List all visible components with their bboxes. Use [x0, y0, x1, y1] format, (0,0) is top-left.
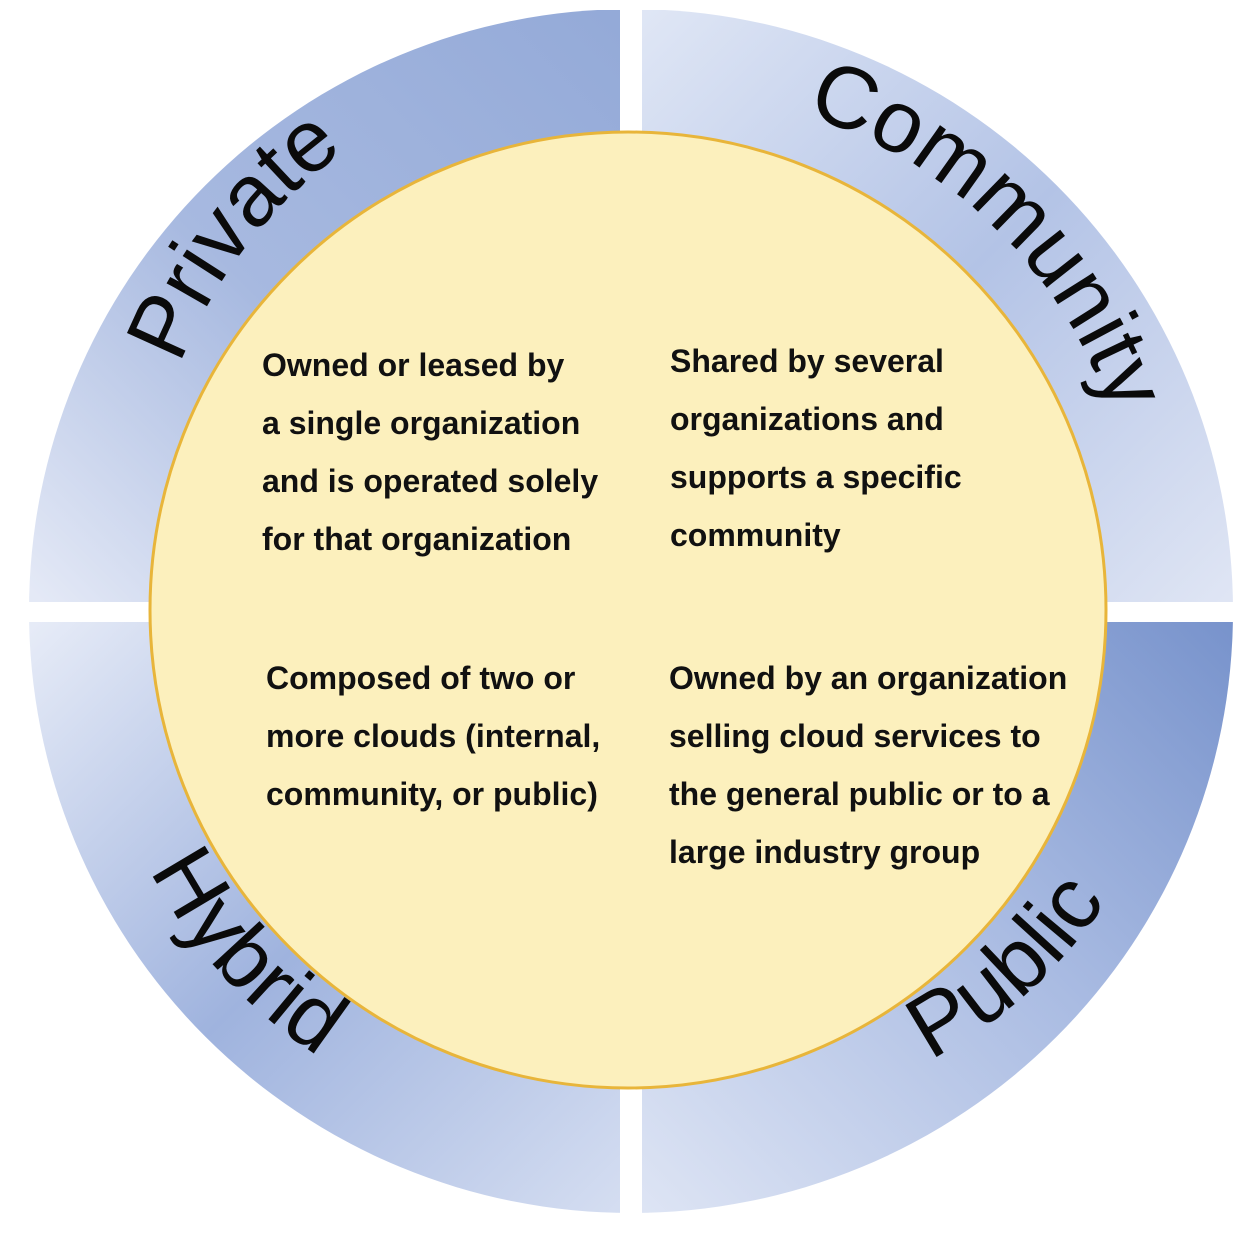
- description-line: the general public or to a: [669, 776, 1050, 812]
- description-private: Owned or leased by a single organization…: [262, 347, 598, 557]
- description-line: supports a specific: [670, 459, 962, 495]
- description-line: Owned or leased by: [262, 347, 565, 383]
- description-line: a single organization: [262, 405, 580, 441]
- description-line: Composed of two or: [266, 660, 575, 696]
- description-line: community, or public): [266, 776, 598, 812]
- description-line: organizations and: [670, 401, 944, 437]
- description-community: Shared by several organizations and supp…: [670, 343, 962, 553]
- description-line: large industry group: [669, 834, 980, 870]
- description-public: Owned by an organization selling cloud s…: [669, 660, 1067, 870]
- description-line: Owned by an organization: [669, 660, 1067, 696]
- description-line: more clouds (internal,: [266, 718, 600, 754]
- description-line: Shared by several: [670, 343, 944, 379]
- description-line: and is operated solely: [262, 463, 598, 499]
- description-line: for that organization: [262, 521, 571, 557]
- description-line: community: [670, 517, 841, 553]
- description-hybrid: Composed of two or more clouds (internal…: [266, 660, 600, 812]
- description-line: selling cloud services to: [669, 718, 1041, 754]
- center-disc: [148, 130, 1108, 1090]
